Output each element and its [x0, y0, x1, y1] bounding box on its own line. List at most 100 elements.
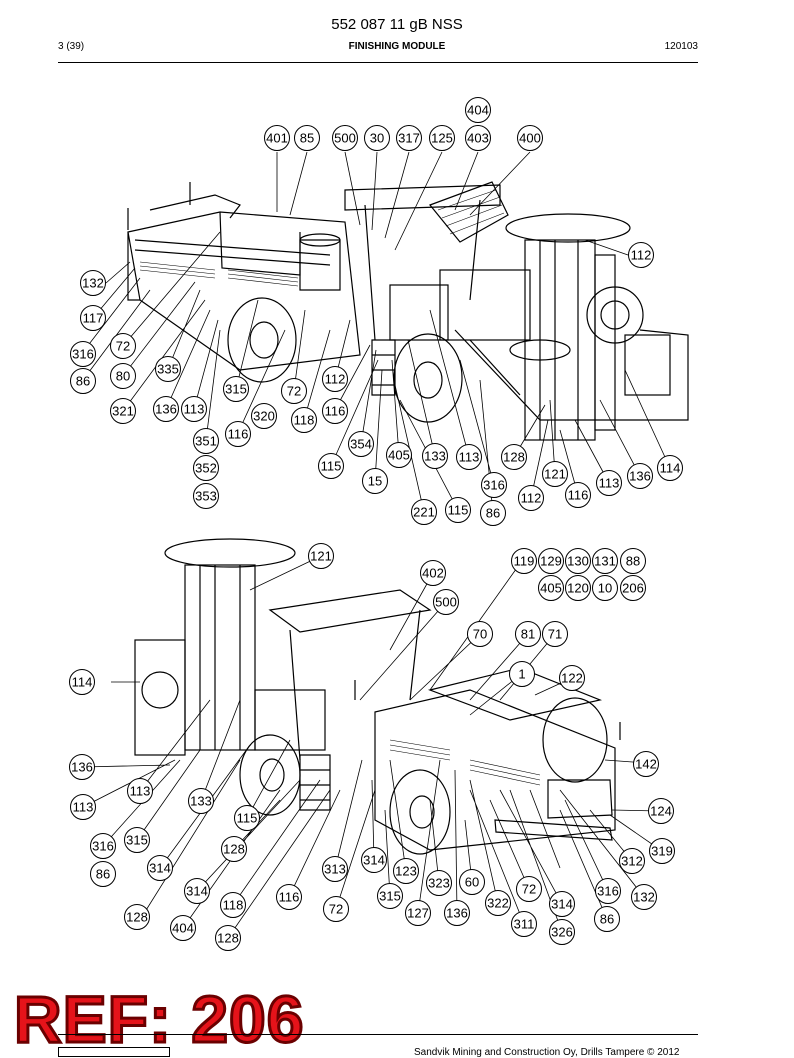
svg-text:316: 316	[597, 884, 619, 899]
svg-text:85: 85	[300, 131, 314, 146]
callout-bubble: 402	[420, 560, 446, 586]
svg-text:81: 81	[521, 627, 535, 642]
top-machine-illustration	[127, 181, 689, 441]
svg-text:326: 326	[551, 925, 573, 940]
callout-bubble: 136	[444, 900, 470, 926]
callout-bubble: 316	[595, 878, 621, 904]
svg-text:116: 116	[325, 404, 346, 419]
callout-bubble: 353	[193, 483, 219, 509]
svg-text:352: 352	[195, 461, 217, 476]
callout-bubble: 128	[221, 836, 247, 862]
callout-bubble: 133	[422, 443, 448, 469]
callout-bubble: 316	[481, 472, 507, 498]
callout-bubble: 136	[627, 463, 653, 489]
callout-bubble: 115	[318, 453, 344, 479]
callout-bubble: 400	[517, 125, 543, 151]
svg-text:88: 88	[626, 554, 640, 569]
callout-bubble: 72	[110, 333, 136, 359]
svg-text:500: 500	[435, 595, 457, 610]
callout-bubble: 122	[559, 665, 585, 691]
top-view-callouts: 404 401 85 500 30 317 125 403 400 112 13…	[70, 97, 683, 526]
svg-text:113: 113	[130, 784, 151, 799]
svg-text:316: 316	[72, 347, 94, 362]
svg-text:404: 404	[467, 103, 489, 118]
svg-text:206: 206	[622, 581, 644, 596]
callout-bubble: 118	[291, 407, 317, 433]
svg-text:319: 319	[651, 844, 673, 859]
svg-text:316: 316	[483, 478, 505, 493]
svg-text:121: 121	[310, 549, 332, 564]
svg-text:136: 136	[71, 760, 93, 775]
svg-text:127: 127	[407, 906, 429, 921]
callout-bubble: 1	[509, 661, 535, 687]
svg-text:320: 320	[253, 409, 275, 424]
section-title: FINISHING MODULE	[348, 41, 446, 52]
callout-bubble: 114	[69, 669, 95, 695]
svg-text:353: 353	[195, 489, 217, 504]
callout-bubble: 86	[594, 906, 620, 932]
callout-bubble: 136	[69, 754, 95, 780]
callout-bubble: 319	[649, 838, 675, 864]
svg-text:132: 132	[633, 890, 655, 905]
callout-bubble: 315	[377, 883, 403, 909]
svg-text:402: 402	[422, 566, 444, 581]
callout-bubble: 125	[429, 125, 455, 151]
callout-bubble: 113	[596, 470, 622, 496]
bottom-machine-illustration	[134, 538, 621, 855]
callout-bubble: 404	[170, 915, 196, 941]
callout-bubble: 120	[565, 575, 591, 601]
svg-text:86: 86	[76, 374, 90, 389]
callout-bubble: 116	[276, 884, 302, 910]
callout-bubble: 113	[456, 444, 482, 470]
svg-text:500: 500	[334, 131, 356, 146]
callout-bubble: 405	[538, 575, 564, 601]
svg-text:116: 116	[568, 488, 589, 503]
svg-text:60: 60	[465, 875, 479, 890]
callout-bubble: 314	[147, 855, 173, 881]
svg-text:80: 80	[116, 369, 130, 384]
callout-bubble: 131	[592, 548, 618, 574]
svg-text:314: 314	[551, 897, 573, 912]
callout-bubble: 136	[153, 396, 179, 422]
svg-text:323: 323	[428, 876, 450, 891]
callout-bubble: 500	[332, 125, 358, 151]
callout-bubble: 500	[433, 589, 459, 615]
svg-text:405: 405	[388, 448, 410, 463]
svg-text:315: 315	[225, 382, 247, 397]
callout-bubble: 70	[467, 621, 493, 647]
callout-bubble: 71	[542, 621, 568, 647]
callout-bubble: 113	[181, 396, 207, 422]
callout-bubble: 124	[648, 798, 674, 824]
callout-bubble: 315	[124, 827, 150, 853]
callout-bubble: 121	[542, 461, 568, 487]
callout-bubble: 72	[323, 896, 349, 922]
svg-text:86: 86	[96, 867, 110, 882]
svg-text:115: 115	[321, 459, 342, 474]
svg-text:401: 401	[266, 131, 288, 146]
svg-text:72: 72	[522, 882, 536, 897]
callout-bubble: 316	[70, 341, 96, 367]
svg-text:321: 321	[112, 404, 134, 419]
svg-text:128: 128	[126, 910, 148, 925]
bottom-view-callouts: 121 402 500 119 129 130 131 88 405 120 1…	[69, 543, 675, 951]
callout-bubble: 129	[538, 548, 564, 574]
svg-text:403: 403	[467, 131, 489, 146]
svg-text:115: 115	[448, 503, 469, 518]
callout-bubble: 326	[549, 919, 575, 945]
svg-text:316: 316	[92, 839, 114, 854]
document-number: 552 087 11 gB NSS	[331, 16, 463, 33]
callout-bubble: 133	[188, 788, 214, 814]
svg-text:72: 72	[329, 902, 343, 917]
svg-text:120: 120	[567, 581, 589, 596]
svg-text:400: 400	[519, 131, 541, 146]
callout-bubble: 142	[633, 751, 659, 777]
callout-bubble: 112	[322, 366, 348, 392]
footer-rule	[58, 1034, 698, 1035]
svg-text:112: 112	[325, 372, 346, 387]
svg-text:124: 124	[650, 804, 672, 819]
callout-bubble: 401	[264, 125, 290, 151]
svg-text:125: 125	[431, 131, 453, 146]
callout-bubble: 123	[393, 858, 419, 884]
svg-text:314: 314	[149, 861, 171, 876]
